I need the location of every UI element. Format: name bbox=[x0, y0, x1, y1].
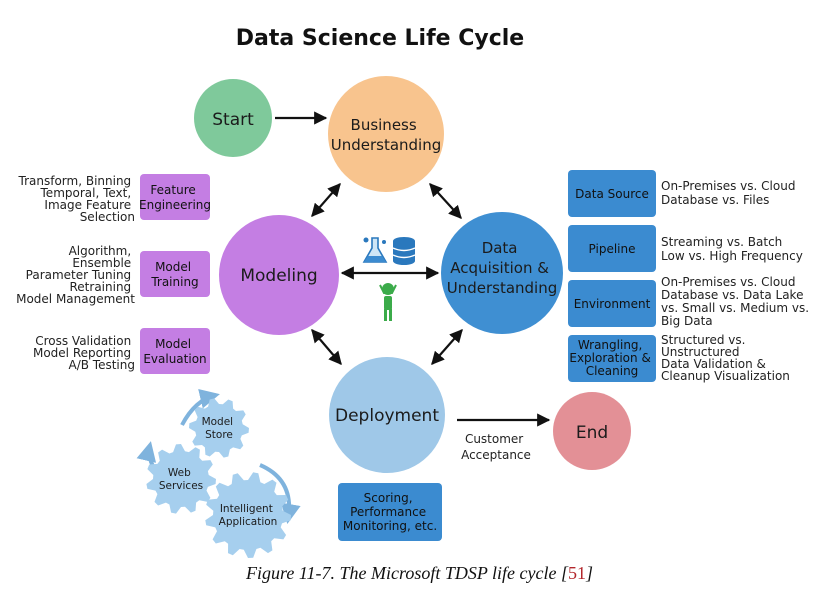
g-web-shape bbox=[146, 444, 216, 514]
arrow-modeling-deployment bbox=[311, 328, 342, 366]
modeling-label: Modeling bbox=[240, 266, 317, 286]
data-source-label: Data Source bbox=[575, 187, 649, 201]
deployment-label: Deployment bbox=[335, 406, 439, 426]
modeling-circle bbox=[219, 215, 339, 335]
end-circle bbox=[553, 392, 631, 470]
flow-arrows bbox=[275, 111, 551, 427]
feature-engineering-box bbox=[140, 174, 210, 220]
data-source-box bbox=[568, 170, 656, 217]
business-label: Business Understanding bbox=[331, 116, 442, 154]
start-circle bbox=[194, 79, 272, 157]
scoring-label: Scoring, Performance Monitoring, etc. bbox=[343, 491, 437, 533]
intelligent-application-gear bbox=[205, 472, 291, 558]
feature-engineering-label: Feature Engineering bbox=[139, 183, 211, 212]
environment-label: Environment bbox=[574, 297, 651, 311]
pipeline-box bbox=[568, 225, 656, 272]
environment-details: On-Premises vs. Cloud Database vs. Data … bbox=[661, 275, 813, 328]
g-app-shape bbox=[205, 472, 291, 558]
end-label: End bbox=[576, 423, 608, 443]
web-services-label: Web Services bbox=[159, 467, 203, 492]
model-training-details: Algorithm, Ensemble Parameter Tuning Ret… bbox=[16, 244, 135, 306]
business-understanding-circle bbox=[328, 76, 444, 192]
arrow-business-modeling bbox=[311, 183, 341, 217]
database-icon bbox=[392, 237, 416, 265]
gear-cluster: Model Store Web Services Intelligent App… bbox=[136, 388, 301, 558]
lab-flask-icon bbox=[362, 237, 388, 263]
web-services-gear bbox=[146, 444, 216, 514]
figure-caption: Figure 11-7. The Microsoft TDSP life cyc… bbox=[0, 563, 839, 584]
acquisition-label: Data Acquisition & Understanding bbox=[447, 239, 558, 297]
gear-cycle-arrow-right bbox=[259, 463, 301, 524]
pipeline-details: Streaming vs. Batch Low vs. High Frequen… bbox=[661, 235, 803, 263]
customer-acceptance-label: Customer Acceptance bbox=[461, 432, 531, 462]
data-acquisition-circle bbox=[441, 212, 563, 334]
wrangling-box bbox=[568, 335, 656, 382]
caption-suffix: ] bbox=[585, 563, 593, 583]
caption-reference: 51 bbox=[567, 563, 586, 583]
arrow-business-acquisition bbox=[429, 183, 462, 219]
start-label: Start bbox=[212, 110, 254, 130]
model-store-gear bbox=[189, 398, 249, 458]
deployment-circle bbox=[329, 357, 445, 473]
pipeline-label: Pipeline bbox=[589, 242, 636, 256]
caption-prefix: Figure 11-7. The Microsoft TDSP life cyc… bbox=[246, 563, 568, 583]
modeling-steps: Feature Engineering Transform, Binning T… bbox=[16, 174, 211, 374]
scoring-box bbox=[338, 483, 442, 541]
model-store-label: Model Store bbox=[202, 416, 237, 441]
gear-cycle-arrow-top bbox=[180, 388, 220, 426]
data-source-details: On-Premises vs. Cloud Database vs. Files bbox=[661, 179, 799, 207]
model-evaluation-details: Cross Validation Model Reporting A/B Tes… bbox=[33, 334, 135, 372]
g-store-shape bbox=[189, 398, 249, 458]
environment-box bbox=[568, 280, 656, 327]
intelligent-application-label: Intelligent Application bbox=[219, 503, 278, 528]
feature-engineering-details: Transform, Binning Temporal, Text, Image… bbox=[18, 174, 135, 224]
model-evaluation-label: Model Evaluation bbox=[143, 337, 206, 366]
wrangling-label: Wrangling, Exploration & Cleaning bbox=[569, 338, 654, 378]
acquisition-steps: Data Source On-Premises vs. Cloud Databa… bbox=[568, 170, 813, 383]
model-training-box bbox=[140, 251, 210, 297]
model-evaluation-box bbox=[140, 328, 210, 374]
model-training-label: Model Training bbox=[150, 260, 198, 289]
diagram-title: Data Science Life Cycle bbox=[236, 26, 524, 51]
wrangling-details: Structured vs. Unstructured Data Validat… bbox=[661, 333, 790, 383]
arrow-acquisition-deployment bbox=[431, 329, 463, 365]
person-icon bbox=[379, 283, 397, 321]
